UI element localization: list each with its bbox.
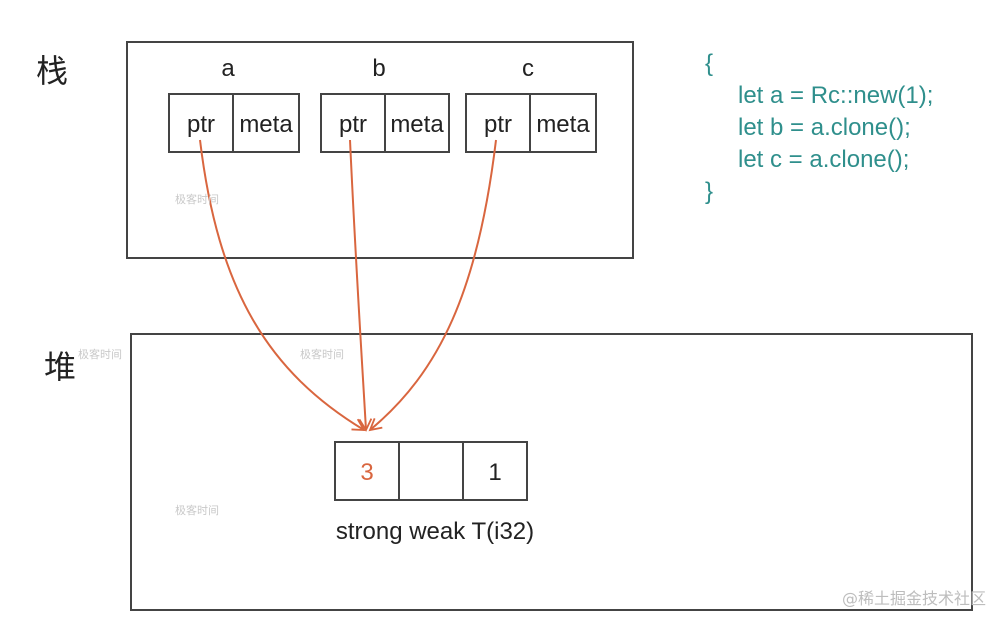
var-b-meta-label: meta	[390, 111, 444, 138]
var-b-meta-cell	[384, 93, 450, 153]
arrow-a-to-heap	[199, 139, 366, 431]
heap-strong-count: 3	[360, 459, 373, 486]
watermark: 极客时间	[175, 503, 219, 517]
heap-frame	[130, 333, 973, 611]
watermark: 极客时间	[78, 347, 122, 361]
code-open-brace: {	[705, 50, 713, 77]
heap-value-cell	[462, 441, 528, 501]
code-line-2: let b = a.clone();	[738, 114, 911, 141]
heap-label: 堆	[44, 348, 76, 386]
var-c-ptr-label: ptr	[484, 111, 512, 138]
arrow-c-to-heap	[368, 139, 497, 432]
heap-weak-cell	[398, 441, 464, 501]
heap-value: 1	[488, 459, 501, 486]
watermark: 极客时间	[175, 192, 219, 206]
stack-label: 栈	[36, 52, 68, 90]
heap-strong-cell	[334, 441, 400, 501]
var-b-name: b	[372, 55, 385, 82]
heap-caption: strong weak T(i32)	[336, 518, 534, 545]
var-c-name: c	[522, 55, 534, 82]
code-line-1: let a = Rc::new(1);	[738, 82, 933, 109]
code-line-3: let c = a.clone();	[738, 146, 909, 173]
code-close-brace: }	[705, 178, 713, 205]
var-b-ptr-label: ptr	[339, 111, 367, 138]
var-a-meta-label: meta	[239, 111, 293, 138]
var-c-ptr-cell	[465, 93, 531, 153]
var-c-meta-label: meta	[536, 111, 590, 138]
var-a-ptr-label: ptr	[187, 111, 215, 138]
stack-frame	[126, 41, 634, 259]
var-a-meta-cell	[232, 93, 300, 153]
var-c-meta-cell	[529, 93, 597, 153]
credit-text: @稀土掘金技术社区	[842, 589, 986, 608]
arrow-b-to-heap	[349, 139, 373, 432]
watermark: 极客时间	[300, 347, 344, 361]
var-a-name: a	[221, 55, 235, 82]
